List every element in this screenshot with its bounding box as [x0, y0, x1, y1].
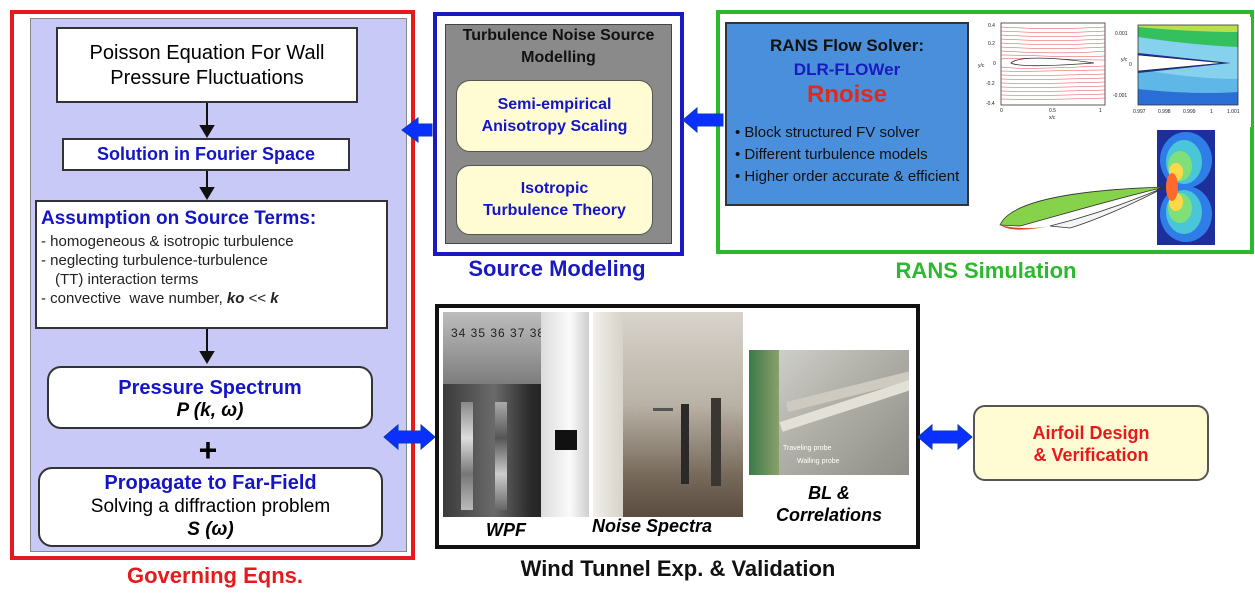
wpf-photo: 34 35 36 37 38: [443, 312, 589, 517]
assumption-bullet-2: - neglecting turbulence-turbulence: [41, 252, 268, 269]
rans-title: RANS Flow Solver:: [770, 36, 924, 55]
source-header-line2: Modelling: [521, 49, 596, 66]
bl-caption-line1: BL &: [808, 483, 850, 503]
semi-line2: Anisotropy Scaling: [481, 118, 628, 135]
bl-holder: [749, 350, 779, 475]
assumption-b4-text: - convective wave number,: [41, 290, 227, 307]
p2-ylabel: y/c: [1121, 57, 1128, 63]
airfoil-design-box: Airfoil Design & Verification: [973, 405, 1209, 481]
rans-bullet-2: • Different turbulence models: [735, 146, 928, 163]
propagate-subtitle: Solving a diffraction problem: [90, 496, 331, 517]
airfoil-3d-render: [999, 130, 1215, 245]
p2-ytick-1: 0.001: [1115, 31, 1128, 37]
p1-ytick-3: 0: [993, 61, 996, 67]
p1-ylabel: y/c: [978, 63, 985, 69]
pressure-spectrum-formula: P (k, ω): [176, 400, 244, 421]
bl-walling-label: Walling probe: [797, 458, 840, 465]
rans-bullet-3-text: Higher order accurate & efficient: [744, 168, 960, 185]
arrow-rans-to-source: [682, 106, 724, 134]
noise-wall: [593, 312, 623, 517]
rans-bullets: • Block structured FV solver • Different…: [735, 122, 959, 188]
propagate-box: Propagate to Far-Field Solving a diffrac…: [38, 467, 383, 547]
noise-airfoil-1: [681, 404, 689, 484]
noise-caption: Noise Spectra: [592, 516, 713, 536]
iso-line1: Isotropic: [520, 180, 589, 197]
p2-ytick-3: -0.001: [1113, 93, 1127, 99]
p2-ytick-2: 0: [1129, 62, 1132, 68]
iso-line2: Turbulence Theory: [483, 202, 626, 219]
source-caption: Source Modeling: [468, 256, 646, 281]
p1-ytick-4: -0.2: [986, 81, 995, 87]
poisson-line1: Poisson Equation For Wall: [89, 42, 325, 64]
wpf-sensor-strip-1: [461, 402, 473, 510]
poisson-box: Poisson Equation For Wall Pressure Fluct…: [56, 27, 358, 103]
assumption-bullet-3: (TT) interaction terms: [55, 271, 199, 288]
p2-xtick-5: 1.001: [1227, 109, 1240, 115]
wpf-scale-numbers: 34 35 36 37 38: [451, 326, 546, 340]
p1-xtick-1: 0: [1000, 108, 1003, 114]
p1-xlabel: x/c: [1049, 115, 1056, 121]
rnoise-label: Rnoise: [806, 81, 887, 108]
rans-bullet-1-text: Block structured FV solver: [744, 124, 920, 141]
fourier-label: Solution in Fourier Space: [96, 144, 316, 164]
p1-xtick-2: 0.5: [1049, 108, 1056, 114]
pressure-spectrum-box: Pressure Spectrum P (k, ω): [47, 366, 373, 429]
p2-xtick-1: 0.997: [1133, 109, 1146, 115]
rans-contour-plot: 0.001 0 -0.001 y/c 0.997 0.998 0.999 1 1…: [1113, 17, 1251, 127]
assumption-box: Assumption on Source Terms: - homogeneou…: [35, 200, 388, 329]
noise-photo: [593, 312, 743, 517]
fourier-box: Solution in Fourier Space: [62, 138, 350, 171]
p1-xtick-3: 1: [1099, 108, 1102, 114]
rans-bullet-2-text: Different turbulence models: [744, 146, 928, 163]
rans-bullet-1: • Block structured FV solver: [735, 124, 920, 141]
p1-ytick-2: 0.2: [988, 41, 995, 47]
wpf-sensor-strip-2: [495, 402, 507, 510]
rans-solver-name: DLR-FLOWer: [793, 60, 901, 79]
arrow-wind-airfoil: [917, 423, 973, 451]
noise-airfoil-2: [711, 398, 721, 486]
wpf-plate-top: [443, 312, 541, 384]
assumption-bullet-4: - convective wave number, ko << k: [41, 289, 386, 308]
pressure-spectrum-title: Pressure Spectrum: [118, 377, 302, 399]
p1-ytick-5: -0.4: [986, 101, 995, 107]
airfoil-line1: Airfoil Design: [1032, 423, 1150, 443]
semi-line1: Semi-empirical: [497, 96, 612, 113]
assumption-title: Assumption on Source Terms:: [41, 208, 317, 229]
arrow-governing-wind: [383, 423, 436, 451]
p2-xtick-2: 0.998: [1158, 109, 1171, 115]
wpf-caption: WPF: [486, 520, 526, 540]
bl-caption-line2: Correlations: [775, 505, 883, 525]
plus-sign: +: [198, 432, 218, 468]
bl-caption: BL & Correlations: [744, 482, 914, 526]
semi-empirical-box: Semi-empirical Anisotropy Scaling: [456, 80, 653, 152]
bl-photo: Traveling probe Walling probe: [749, 350, 909, 475]
isotropic-box: Isotropic Turbulence Theory: [456, 165, 653, 235]
bl-traveling-label: Traveling probe: [783, 445, 832, 452]
much-less-symbol: <<: [244, 290, 271, 307]
arrow-source-to-governing: [401, 117, 433, 143]
governing-caption: Governing Eqns.: [126, 563, 304, 588]
rans-bullet-3: • Higher order accurate & efficient: [735, 168, 960, 185]
wpf-sensor-patch: [555, 430, 577, 450]
rans-caption: RANS Simulation: [895, 258, 1077, 283]
noise-rod: [653, 408, 673, 411]
propagate-formula: S (ω): [187, 519, 234, 540]
wind-caption: Wind Tunnel Exp. & Validation: [520, 556, 836, 581]
p1-ytick-1: 0.4: [988, 23, 995, 29]
airfoil-line2: & Verification: [1033, 445, 1149, 465]
propagate-title: Propagate to Far-Field: [104, 472, 317, 494]
source-header-line1: Turbulence Noise Source: [462, 27, 655, 44]
source-header: Turbulence Noise Source Modelling: [445, 25, 672, 69]
k-symbol: k: [270, 290, 279, 307]
p2-xtick-3: 0.999: [1183, 109, 1196, 115]
poisson-line2: Pressure Fluctuations: [110, 67, 304, 89]
rans-solver-box: RANS Flow Solver: DLR-FLOWer Rnoise • Bl…: [725, 22, 969, 206]
p2-xtick-4: 1: [1210, 109, 1213, 115]
wpf-sidebar-strip: [541, 312, 589, 517]
rans-mesh-plot: 0.4 0.2 0 -0.2 -0.4 0 0.5 1 y/c x/c: [973, 17, 1113, 122]
ko-symbol: ko: [226, 290, 245, 307]
assumption-bullet-1: - homogeneous & isotropic turbulence: [41, 233, 294, 250]
